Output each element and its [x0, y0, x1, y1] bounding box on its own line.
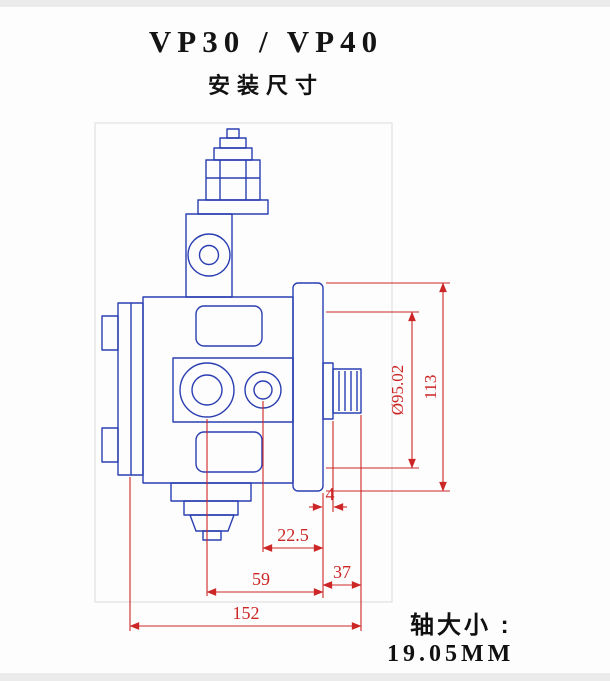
bottom-suction-fitting	[170, 482, 252, 541]
dimension-lines-group	[129, 282, 450, 631]
dim-label-pilot-dia: Ø95.02	[388, 365, 407, 416]
dim-label-59: 59	[252, 569, 270, 589]
front-flange	[292, 282, 324, 492]
shaft-size-value: 19.05MM	[387, 641, 515, 667]
pump-outline-group	[101, 128, 362, 541]
dim-label-22-5: 22.5	[277, 525, 309, 545]
dim-label-152: 152	[233, 603, 260, 623]
dim-label-37: 37	[333, 562, 351, 582]
bottom-edge-strip	[0, 673, 610, 681]
dim-label-4: 4	[326, 484, 335, 504]
drawing-frame	[94, 122, 393, 603]
pressure-adjust-valve	[197, 128, 269, 215]
drive-shaft	[322, 362, 362, 420]
page-title: VP30 / VP40	[148, 24, 384, 59]
dim-label-113: 113	[421, 375, 440, 400]
top-edge-strip	[0, 0, 610, 7]
main-body	[142, 296, 294, 484]
left-mounting-bracket	[101, 302, 144, 476]
shaft-size-label: 轴大小 :	[410, 612, 512, 639]
page-subtitle: 安装尺寸	[207, 73, 324, 98]
outlet-port-column	[185, 213, 233, 298]
dimension-labels-group: Ø95.02 113 4 22.5 37 59 152	[233, 365, 441, 623]
